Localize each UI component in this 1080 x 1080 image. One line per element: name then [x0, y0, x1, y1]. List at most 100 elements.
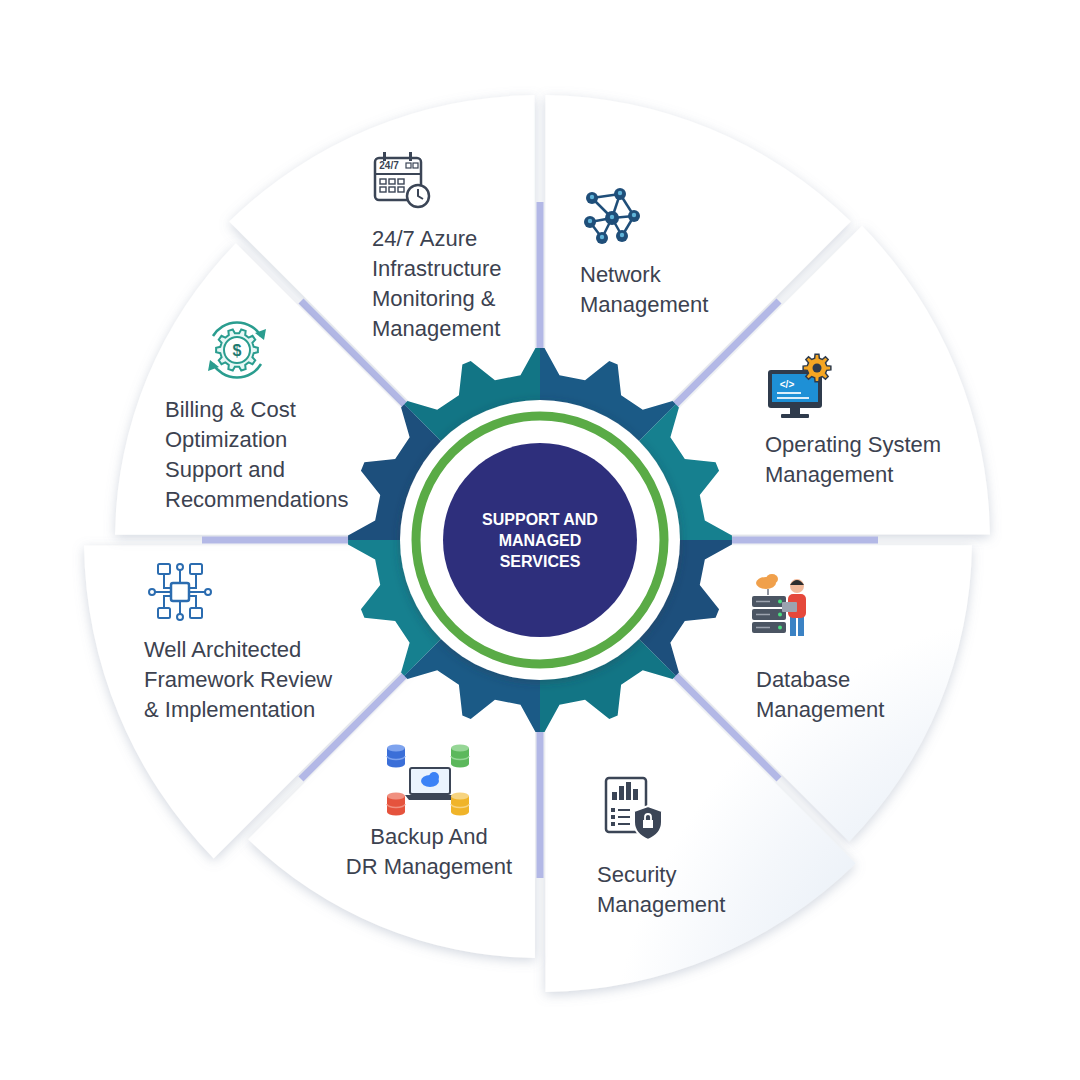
segment-spoke — [537, 718, 544, 878]
report-line — [618, 809, 630, 811]
calendar-cell — [398, 179, 404, 184]
security-icon — [606, 778, 662, 840]
person-leg — [798, 616, 804, 636]
report-bar — [612, 792, 617, 800]
network-node — [616, 230, 628, 242]
database-cylinder-bottom — [387, 761, 405, 768]
database-cylinder-top — [451, 793, 469, 800]
segment-fill — [545, 586, 855, 992]
network-node — [596, 232, 608, 244]
shield — [634, 806, 662, 840]
hub-circle: SUPPORT AND MANAGED SERVICES — [340, 340, 740, 740]
billing-arrowhead — [255, 329, 266, 340]
circuit-wire — [189, 591, 205, 593]
segment-spoke — [718, 537, 878, 544]
segment-spoke — [666, 666, 779, 779]
calendar-ring — [409, 152, 412, 161]
calendar-cell — [380, 179, 386, 184]
monitor-stand — [790, 408, 800, 414]
lock-body — [643, 820, 653, 828]
hub-ring-white — [400, 400, 680, 680]
network-node — [586, 192, 598, 204]
database-cylinder-top — [451, 745, 469, 752]
person-head — [790, 579, 804, 593]
circuit-wire — [179, 570, 181, 583]
database-icon — [752, 574, 806, 636]
monitor-base — [781, 414, 809, 418]
server-slot — [756, 601, 770, 603]
segment-label: Security Management — [597, 860, 725, 920]
server-unit — [752, 596, 786, 607]
report-bar — [619, 786, 624, 800]
report-check — [611, 808, 615, 812]
calendar-band — [375, 173, 421, 175]
network-node-dot — [618, 191, 622, 195]
network-node-dot — [620, 233, 624, 237]
report-bar — [626, 782, 631, 800]
person-hair — [790, 580, 804, 585]
hub-core — [443, 443, 637, 637]
server-light — [778, 613, 782, 617]
network-node — [614, 188, 626, 200]
circuit-box — [158, 608, 170, 618]
calendar-cell — [398, 187, 404, 192]
segment-fill — [586, 226, 990, 535]
person-leg — [790, 616, 796, 636]
hub-label: SUPPORT AND MANAGED SERVICES — [482, 509, 598, 572]
settings-gear-hub — [813, 364, 822, 373]
cloud — [766, 574, 778, 584]
cloud-link — [767, 589, 769, 595]
network-node — [605, 211, 619, 225]
circuit-pin — [205, 589, 211, 595]
database-band — [387, 804, 405, 808]
database-cylinder-bottom — [451, 761, 469, 768]
circuit-pin — [177, 564, 183, 570]
os-icon — [768, 354, 831, 418]
circuit-pin — [177, 614, 183, 620]
clock-face — [407, 185, 429, 207]
segment-label: 24/7 Azure Infrastructure Monitoring & M… — [372, 224, 502, 344]
server-slot — [756, 627, 770, 629]
segment-spoke — [537, 202, 544, 362]
billing-coin — [224, 337, 250, 363]
circuit-box — [190, 608, 202, 618]
network-node — [584, 216, 596, 228]
calendar-icon — [375, 152, 429, 207]
segment-label: Billing & Cost Optimization Support and … — [165, 395, 348, 515]
laptop-base — [405, 795, 455, 800]
report-bar — [633, 789, 638, 800]
network-icon — [584, 188, 640, 244]
network-node-dot — [588, 219, 592, 223]
database-band — [387, 756, 405, 760]
architecture-icon — [149, 564, 211, 620]
segment-label: Backup And DR Management — [346, 822, 512, 882]
segment-label: Well Architected Framework Review & Impl… — [144, 635, 332, 725]
segment-label: Network Management — [580, 260, 708, 320]
segment-spoke — [202, 537, 362, 544]
server-slot — [756, 614, 770, 616]
circuit-wire — [179, 601, 181, 614]
lock-shackle — [645, 814, 651, 820]
calendar-cell — [389, 179, 395, 184]
billing-icon — [208, 322, 266, 377]
database-cylinder-top — [387, 793, 405, 800]
code-line — [777, 397, 809, 399]
database-cylinder-bottom — [387, 809, 405, 816]
network-node — [628, 210, 640, 222]
circuit-box — [158, 564, 170, 574]
laptop — [782, 602, 797, 612]
backup-icon — [387, 745, 469, 816]
billing-arrowhead — [208, 360, 219, 371]
network-node-dot — [632, 213, 636, 217]
segment-label: Operating System Management — [765, 430, 941, 490]
report-line — [618, 823, 630, 825]
circuit-core — [171, 583, 189, 601]
network-node-dot — [590, 195, 594, 199]
database-cylinder-bottom — [451, 809, 469, 816]
hub-ring-green — [416, 416, 664, 664]
code-line — [777, 392, 801, 394]
server-light — [778, 626, 782, 630]
calendar-cell — [389, 187, 395, 192]
calendar-cell — [380, 187, 386, 192]
